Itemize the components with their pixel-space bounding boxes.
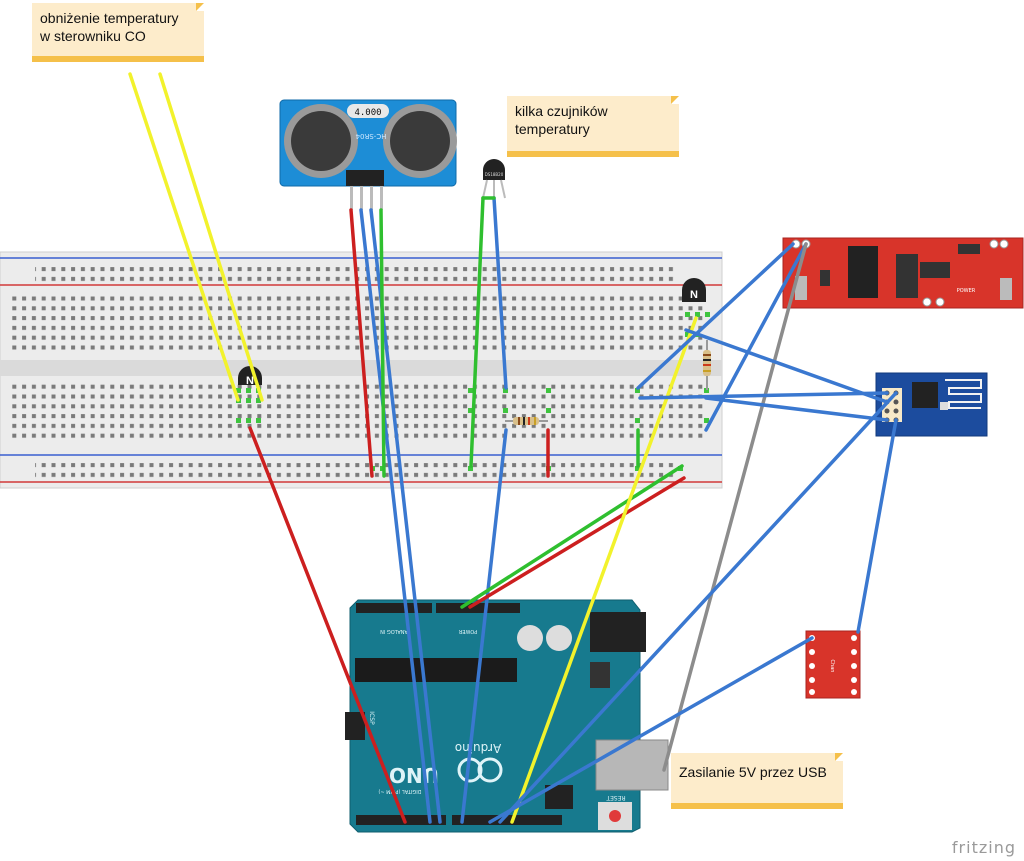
ultrasonic-display: 4.000 [354,108,381,118]
arduino-analog-label: ANALOG IN [380,628,408,634]
breadboard [0,251,723,489]
wifi-module [875,372,988,437]
arduino-model: UNO [389,763,439,787]
transistor-right: N [682,278,706,302]
resistor-horizontal [505,417,548,425]
power-module: POWER [782,237,1024,309]
power-module-label: POWER [957,288,976,294]
temp-sensor-label: DS18B20 [485,172,504,177]
note-usb-line1: Zasilanie 5V przez USB [679,764,827,780]
note-co-line1: obniżenie temperatury [40,10,179,26]
resistor-vertical [703,340,711,390]
level-shifter: Chan [805,630,861,699]
note-sensors-line2: temperatury [515,121,590,137]
transistor-left-label: N [246,375,254,387]
fritzing-logo: fritzing [951,838,1016,857]
wires [128,72,898,824]
transistor-right-label: N [690,289,698,301]
ultrasonic-model: HC-SR04 [355,132,386,140]
level-shifter-label: Chan [829,660,835,673]
arduino-icsp-label: ICSP [368,711,375,725]
arduino-digital-label: DIGITAL (PWM ~) [378,788,421,794]
note-sensors-line1: kilka czujników [515,103,608,119]
temperature-sensor: DS18B20 [482,159,506,199]
arduino-reset-label: RESET [606,794,626,801]
note-temperature-sensors: kilka czujników temperatury [507,96,679,157]
note-usb-power: Zasilanie 5V przez USB [671,753,843,809]
arduino-power-label: POWER [458,628,477,634]
arduino-brand: Arduino [455,741,501,755]
note-co-controller: obniżenie temperatury w sterowniku CO [32,3,204,62]
note-co-line2: w sterowniku CO [40,28,146,44]
ultrasonic-sensor: 4.000 HC-SR04 [279,99,457,210]
